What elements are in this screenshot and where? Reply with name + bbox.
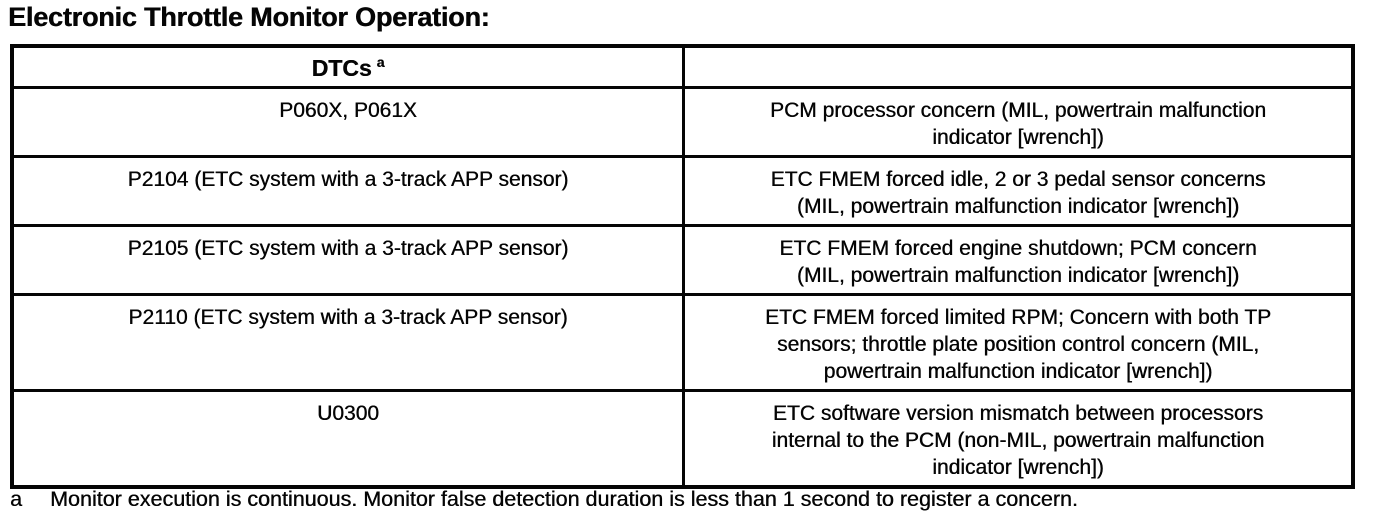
page-title: Electronic Throttle Monitor Operation:	[8, 2, 490, 32]
description-cell: PCM processor concern (MIL, powertrain m…	[769, 99, 1267, 149]
table-row: P060X, P061X PCM processor concern (MIL,…	[14, 86, 1351, 155]
table-row: U0300 ETC software version mismatch betw…	[14, 389, 1351, 485]
description-cell: ETC FMEM forced engine shutdown; PCM con…	[779, 237, 1257, 287]
description-cell: ETC software version mismatch between pr…	[771, 402, 1265, 479]
dtc-cell: P060X, P061X	[14, 89, 685, 155]
footnote-text: Monitor execution is continuous. Monitor…	[50, 487, 1078, 511]
table-header-footnote-ref: a	[376, 54, 385, 71]
dtc-cell: P2105 (ETC system with a 3-track APP sen…	[14, 227, 685, 293]
description-cell: ETC FMEM forced limited RPM; Concern wit…	[764, 306, 1272, 383]
dtc-cell: U0300	[14, 392, 685, 485]
description-cell: ETC FMEM forced idle, 2 or 3 pedal senso…	[770, 168, 1266, 218]
table-header-description	[685, 48, 1351, 86]
table-row: P2110 (ETC system with a 3-track APP sen…	[14, 293, 1351, 389]
dtc-cell: P2104 (ETC system with a 3-track APP sen…	[14, 158, 685, 224]
table-row: P2104 (ETC system with a 3-track APP sen…	[14, 155, 1351, 224]
footnote-marker: a	[10, 487, 22, 511]
dtc-cell: P2110 (ETC system with a 3-track APP sen…	[14, 296, 685, 389]
table-row: P2105 (ETC system with a 3-track APP sen…	[14, 224, 1351, 293]
footnote: a Monitor execution is continuous. Monito…	[10, 486, 1385, 512]
table-header-dtcs-label: DTCs	[311, 55, 372, 81]
